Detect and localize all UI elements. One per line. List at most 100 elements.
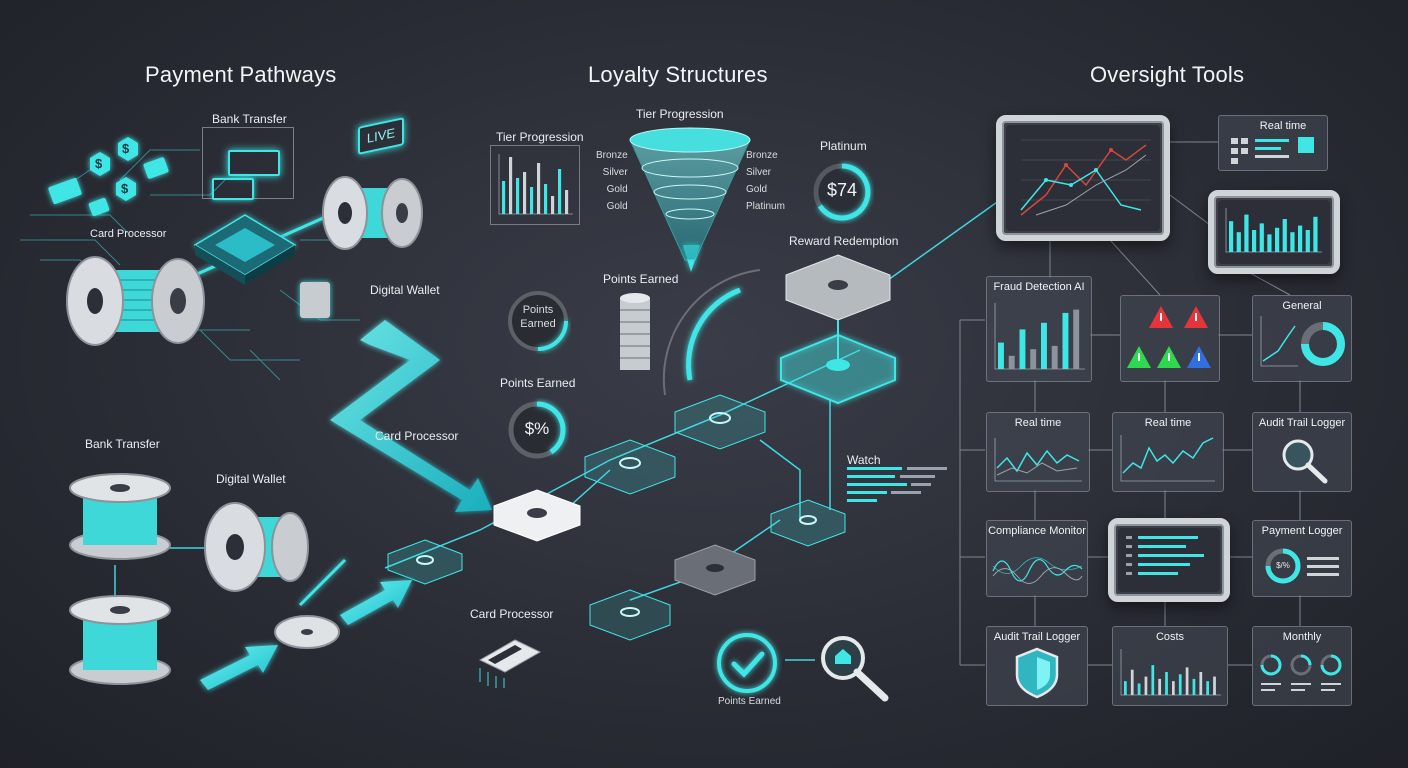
payment-logger-value: $/% xyxy=(1276,561,1290,570)
funnel-left-label: Bronze xyxy=(596,150,628,161)
magnifier-icon xyxy=(821,636,889,702)
disc-icon xyxy=(274,615,340,649)
coin-symbol-1: $ xyxy=(122,141,130,156)
tier-bar-chart xyxy=(498,154,573,215)
floating-coins xyxy=(48,137,169,217)
alert-green-icon xyxy=(1127,346,1151,368)
costs-panel: Costs xyxy=(1112,626,1228,706)
chart-bar xyxy=(1229,221,1234,252)
coin-symbol-3: $ xyxy=(121,181,129,196)
search-icon xyxy=(1282,439,1328,484)
chart-bar xyxy=(1030,349,1037,369)
line-chart-monitor xyxy=(996,115,1170,241)
general-panel: General xyxy=(1252,295,1352,382)
chart-bar xyxy=(1236,232,1241,252)
chart-bar xyxy=(530,187,534,214)
alert-icons xyxy=(1127,306,1211,368)
chart-bar xyxy=(537,163,541,214)
chart-bar xyxy=(998,342,1004,369)
chart-bar xyxy=(1305,230,1310,252)
alert-green-icon xyxy=(1157,346,1181,368)
section-title-oversight: Oversight Tools xyxy=(1090,62,1245,87)
chart-bar xyxy=(1282,219,1287,252)
card-icon xyxy=(228,150,280,176)
chart-bar xyxy=(1298,225,1303,252)
chart-bar xyxy=(544,184,548,214)
chart-bar xyxy=(565,190,569,214)
alert-blue-icon xyxy=(1187,346,1211,368)
chart-bar xyxy=(551,196,555,214)
flow-arrow-zigzag xyxy=(330,320,492,512)
list-monitor xyxy=(1108,518,1230,602)
chart-bar xyxy=(1165,672,1168,695)
platinum-value: $74 xyxy=(826,180,858,200)
chart-bar xyxy=(1267,234,1272,252)
chart-axis xyxy=(498,154,573,215)
chart-bar xyxy=(1290,232,1295,252)
coin-symbol-2: $ xyxy=(95,156,103,171)
realtime-top-panel: Real time xyxy=(1218,115,1328,171)
spool-icon xyxy=(204,502,309,592)
spool-icon xyxy=(69,473,171,560)
realtime-mid-panel: Real time xyxy=(1112,412,1224,492)
chart-bar xyxy=(1199,672,1203,695)
funnel-left-labels: Bronze Silver Gold Gold xyxy=(596,150,628,218)
hex-reward-top xyxy=(785,254,891,321)
chart-bar xyxy=(1259,223,1264,252)
hex-reward-glow xyxy=(780,320,896,405)
chart-bar xyxy=(1041,322,1047,369)
chart-bar xyxy=(558,169,562,214)
chart-bar xyxy=(1073,309,1080,369)
funnel-left-label: Silver xyxy=(602,167,628,178)
chart-bar xyxy=(1158,678,1162,695)
tier-chart-title: Tier Progression xyxy=(496,130,584,144)
funnel-right-labels: Bronze Silver Gold Platinum xyxy=(746,150,785,218)
realtime-widgets xyxy=(1231,137,1314,164)
chart-bar xyxy=(1019,329,1026,369)
spool-icon xyxy=(69,595,171,685)
costs-bar-chart xyxy=(1120,649,1221,696)
bank-transfer-top-label: Bank Transfer xyxy=(212,112,287,126)
chart-bar xyxy=(1178,674,1182,695)
card-icon xyxy=(212,178,254,200)
realtime-mid-title: Real time xyxy=(1144,417,1192,429)
monthly-gauges xyxy=(1260,654,1342,691)
chart-bar xyxy=(1244,214,1249,252)
realtime-top-title: Real time xyxy=(1259,120,1307,132)
chart-axis xyxy=(994,303,1085,370)
flow-arrow-small-1 xyxy=(340,580,412,625)
funnel-left-label: Gold xyxy=(606,201,628,212)
section-title-payment: Payment Pathways xyxy=(145,62,337,87)
check-icon xyxy=(717,633,777,693)
monthly-title: Monthly xyxy=(1282,631,1322,643)
coin-icon-1 xyxy=(118,137,138,161)
realtime-left-panel: Real time xyxy=(986,412,1090,492)
general-title: General xyxy=(1282,300,1322,312)
funnel-right-label: Silver xyxy=(746,167,772,178)
fraud-bar-chart xyxy=(994,303,1085,370)
alerts-panel xyxy=(1120,295,1220,382)
realtime-left-chart xyxy=(994,438,1082,482)
digital-wallet-bottom-label: Digital Wallet xyxy=(216,472,286,486)
compliance-monitor-title: Compliance Monitor xyxy=(988,525,1086,537)
card-processor-mid-label: Card Processor xyxy=(375,429,459,443)
audit-trail-bottom-panel: Audit Trail Logger xyxy=(986,626,1088,706)
points-earned-circle-line2: Earned xyxy=(520,318,556,330)
audit-trail-top-panel: Audit Trail Logger xyxy=(1252,412,1352,492)
alert-red-icon xyxy=(1149,306,1173,328)
chart-bar xyxy=(1172,681,1175,695)
fraud-detection-panel: Fraud Detection AI xyxy=(986,276,1092,382)
chart-bar xyxy=(1185,667,1189,695)
chart-bar xyxy=(1213,676,1216,695)
bank-transfer-left-label: Bank Transfer xyxy=(85,437,160,451)
chart-bar xyxy=(1062,312,1069,369)
chart-bar xyxy=(1144,676,1148,695)
coin-icon-2 xyxy=(90,152,110,176)
funnel-right-label: Bronze xyxy=(746,150,778,161)
chart-bar xyxy=(1137,683,1141,695)
points-earned-circle-line1: Points xyxy=(522,304,554,316)
card-processor-top-label: Card Processor xyxy=(90,228,167,240)
tier-funnel xyxy=(629,127,751,261)
realtime-mid-chart xyxy=(1120,435,1215,482)
